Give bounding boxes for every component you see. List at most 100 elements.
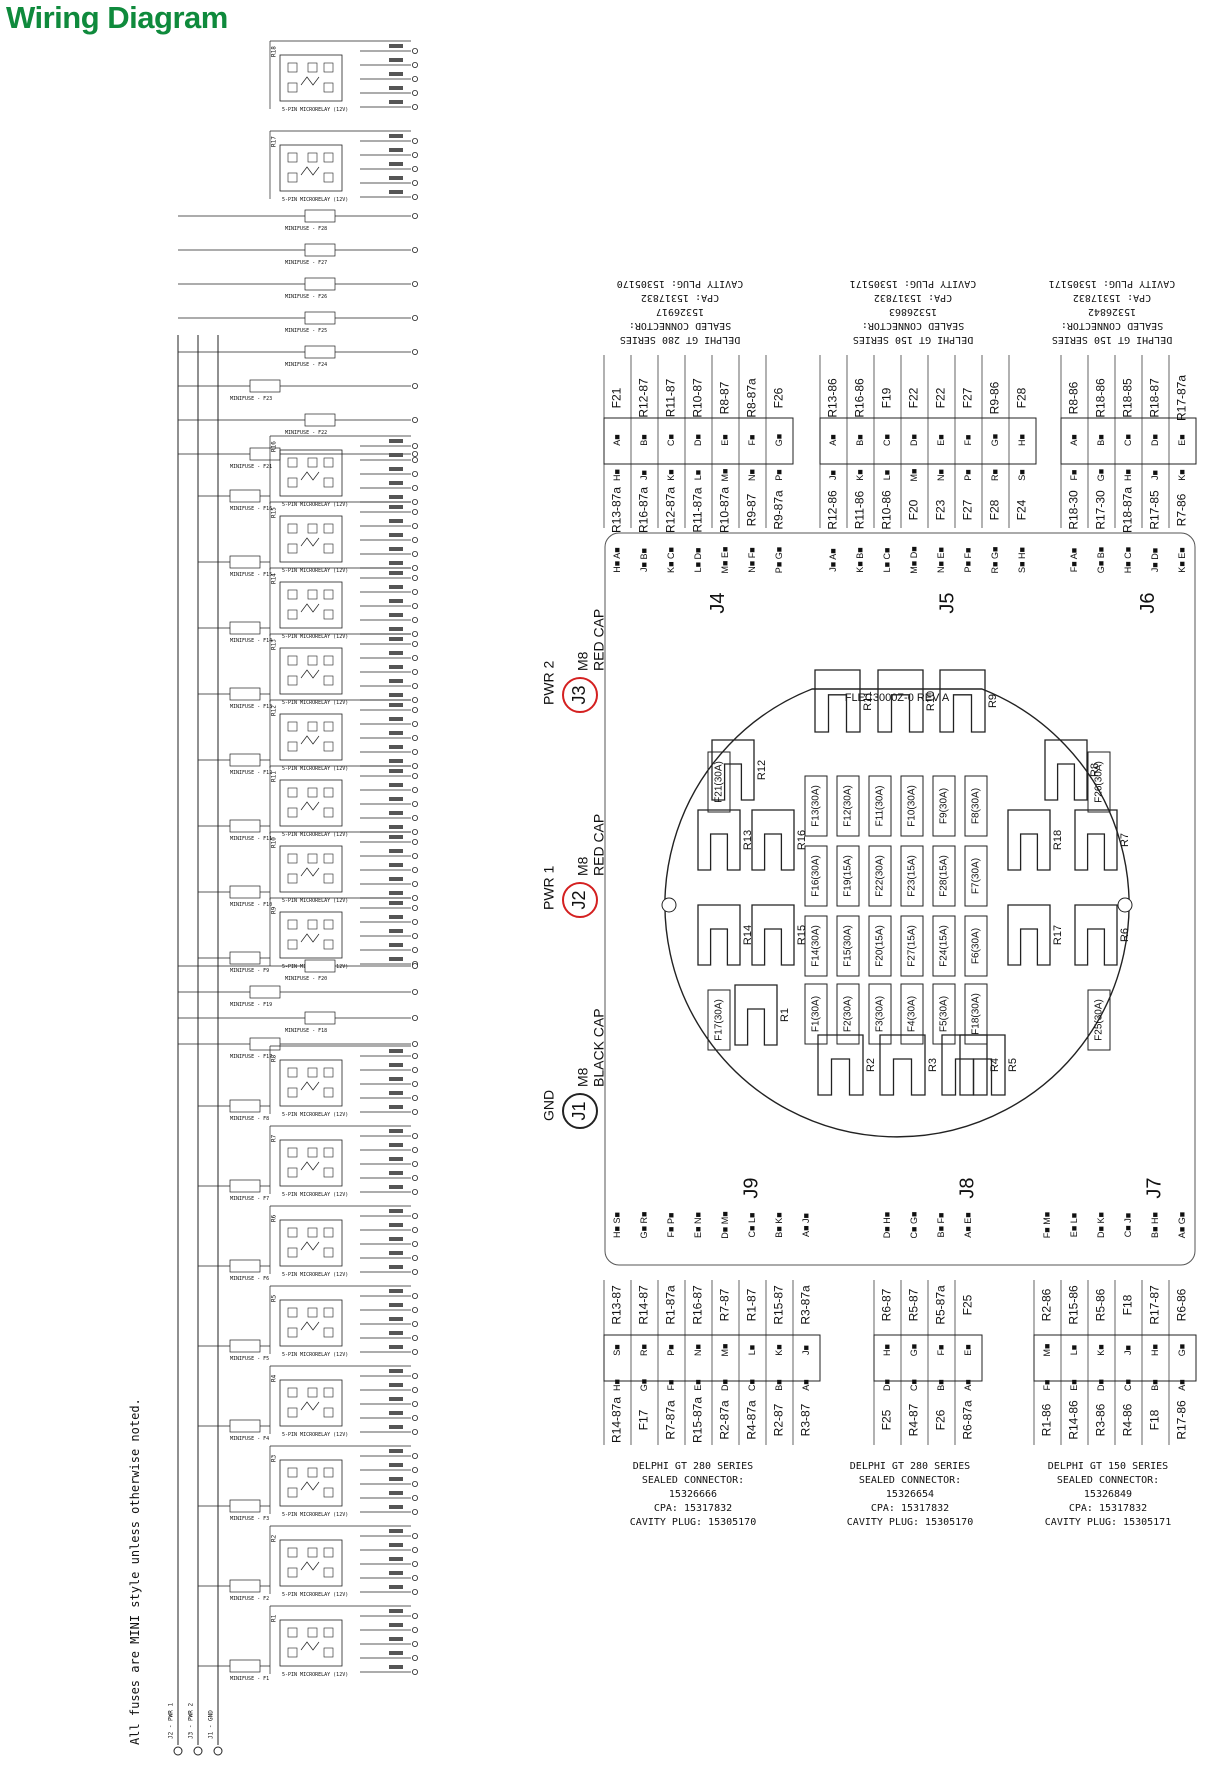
relay-socket-label: R3 <box>927 1058 939 1072</box>
relay-pin <box>323 1227 334 1238</box>
pin-id-inner: C■ <box>1123 1379 1133 1391</box>
fuse-slot-label: F6(30A) <box>971 928 982 964</box>
output-terminal <box>411 280 418 287</box>
output-terminal <box>411 1613 418 1620</box>
fuse-f7 <box>229 1179 261 1193</box>
pin-id-inner: E■ <box>693 1379 703 1390</box>
relay-pin <box>287 1247 298 1258</box>
relay-pin <box>307 457 318 468</box>
terminal-tag <box>389 1543 403 1547</box>
connector-info-line: 15326863 <box>888 306 938 317</box>
connector-info-line: CPA: 15317832 <box>1072 292 1152 303</box>
pin-signal-inner: F20 <box>907 499 921 520</box>
terminal-tag <box>389 825 403 829</box>
pin-id-outer: L■ <box>1069 1345 1079 1355</box>
pin-id-inner: A■ <box>1177 1379 1187 1390</box>
terminal-tag <box>389 58 403 62</box>
terminal-tag <box>389 505 403 509</box>
output-terminal <box>411 1641 418 1648</box>
terminal-tag <box>389 1303 403 1307</box>
fuse-f18 <box>304 1011 336 1025</box>
pin-signal-inner: R14-87a <box>610 1397 624 1443</box>
pin-id-outer: J■ <box>1123 1345 1133 1355</box>
relay-coil <box>300 471 320 481</box>
pin-signal-inner: R4-87a <box>745 1400 759 1440</box>
relay-pin <box>287 152 298 163</box>
fuse-slot <box>900 983 924 1045</box>
fuse-f19 <box>249 985 281 999</box>
fuse-slot <box>932 983 956 1045</box>
relay-pin <box>287 1147 298 1158</box>
output-terminal <box>411 151 418 158</box>
output-terminal <box>411 565 418 572</box>
pin-signal-inner: R6-87a <box>961 1400 975 1440</box>
pin-id-inner: J■ <box>828 470 838 480</box>
relay-pin <box>323 1307 334 1318</box>
output-terminal <box>411 1321 418 1328</box>
relay-pin <box>307 1387 318 1398</box>
relay-pin <box>287 655 298 666</box>
fuse-slot <box>900 845 924 907</box>
relay-socket-label: R15 <box>796 925 808 945</box>
connector-info-line: SEALED CONNECTOR: <box>628 320 732 331</box>
relay-part-label: 5-PIN MICRORELAY (12V) <box>282 568 348 574</box>
relay-socket <box>877 669 924 733</box>
terminal-tag <box>389 1571 403 1575</box>
relay-label: R6 <box>271 1214 278 1222</box>
relay-socket <box>751 809 795 871</box>
pin-signal-inner: R11-86 <box>853 490 867 529</box>
pin-signal-outer: F26 <box>772 387 786 408</box>
relay-part-label: 5-PIN MICRORELAY (12V) <box>282 197 348 203</box>
pin-signal-outer: R13-87 <box>610 1285 624 1325</box>
terminal-circle <box>173 1746 183 1756</box>
relay-socket <box>817 1034 864 1096</box>
relay-pin <box>307 787 318 798</box>
relay-label: R5 <box>271 1294 278 1302</box>
relay-part-label: 5-PIN MICRORELAY (12V) <box>282 1192 348 1198</box>
relay-socket-label: R14 <box>742 925 754 945</box>
output-terminal <box>411 1467 418 1474</box>
connector-info-line: DELPHI GT 280 SERIES <box>632 1461 754 1472</box>
connector-info-line: CPA: 15317832 <box>640 292 720 303</box>
fuse-slot-label: F28(15A) <box>939 855 950 897</box>
fuse-slot <box>836 983 860 1045</box>
pin-id-inner: L■ <box>882 470 892 480</box>
pin-signal-outer: F28 <box>1015 387 1029 408</box>
relay-pin <box>323 1087 334 1098</box>
terminal-tag <box>389 679 403 683</box>
relay-pin <box>323 873 334 884</box>
power-stud-spec: M8 <box>575 1067 591 1087</box>
relay-pin <box>287 609 298 620</box>
relay-pin <box>323 477 334 488</box>
pin-signal-outer: R8-87 <box>718 381 732 414</box>
output-terminal <box>411 1269 418 1276</box>
output-terminal <box>411 138 418 145</box>
header-pin-pair: N■ F■ <box>747 547 757 572</box>
terminal-tag <box>389 863 403 867</box>
output-terminal <box>411 829 418 836</box>
relay-pin <box>323 1387 334 1398</box>
relay-pin <box>323 741 334 752</box>
header-pin-pair: B■ K■ <box>774 1212 784 1237</box>
output-terminal <box>411 484 418 491</box>
power-stud-j3 <box>562 677 598 713</box>
power-stud-cap: BLACK CAP <box>591 1008 607 1087</box>
pin-id-outer: D■ <box>693 434 703 446</box>
output-terminal <box>411 212 418 219</box>
pin-signal-inner: R10-87a <box>718 487 732 533</box>
terminal-tag <box>389 731 403 735</box>
connector-id: J6 <box>1137 592 1159 613</box>
fuse-slot-label: F27(15A) <box>907 925 918 967</box>
output-terminal <box>411 1041 418 1048</box>
pin-signal-outer: R15-87 <box>772 1285 786 1325</box>
terminal-tag <box>389 44 403 48</box>
fuse-f5 <box>229 1339 261 1353</box>
pin-id-inner: M■ <box>720 469 730 482</box>
relay-pin <box>287 787 298 798</box>
relay-pin <box>287 62 298 73</box>
terminal-tag <box>389 1609 403 1613</box>
terminal-tag <box>389 467 403 471</box>
fuse-f3 <box>229 1499 261 1513</box>
